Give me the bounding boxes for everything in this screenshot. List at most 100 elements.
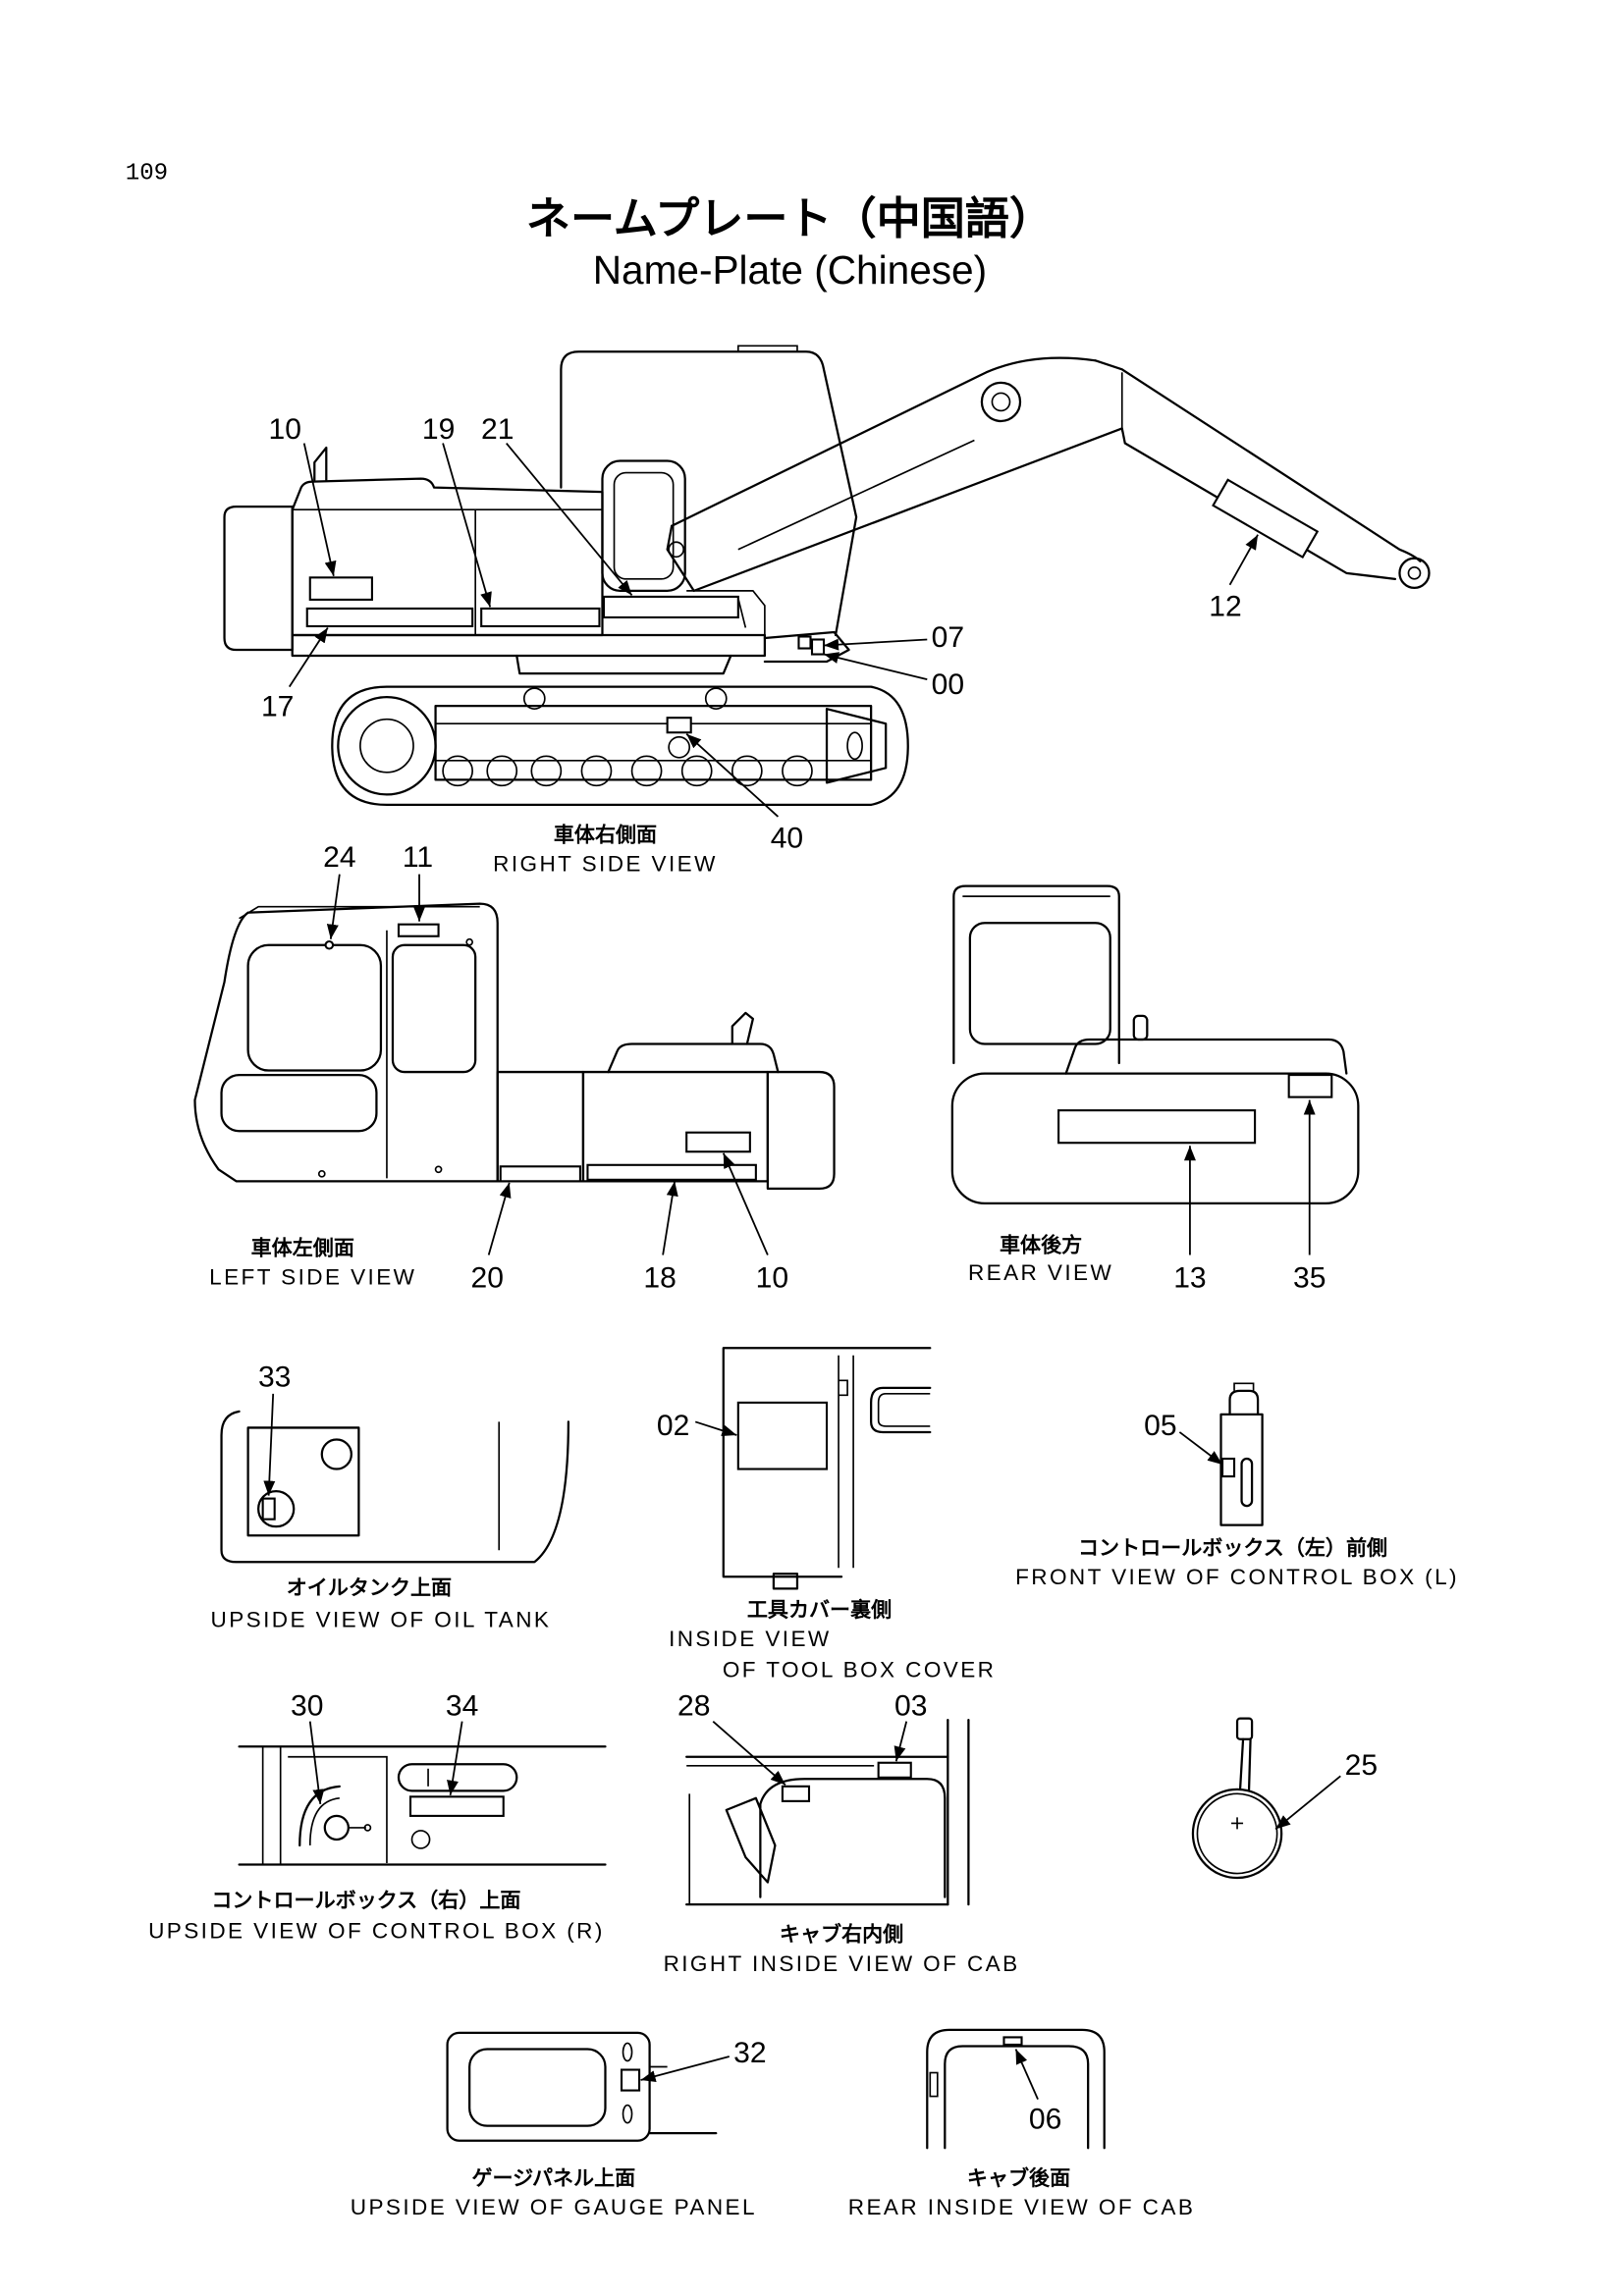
leader-line-02: [694, 1420, 737, 1437]
nameplate-33: [261, 1497, 276, 1521]
leader-line-03: [893, 1721, 908, 1762]
cover-hinge-inner: [877, 1393, 931, 1427]
callout-number: 00: [932, 668, 964, 701]
carbody: [515, 654, 732, 675]
cab-lower-window: [220, 1073, 378, 1133]
tank-cover-plate: [246, 1426, 360, 1537]
left-side-view: 24 11 20 18 10 車体左側面 LEFT SIDE VIEW: [193, 841, 836, 1295]
cab-front-inner: [613, 471, 675, 580]
leader-line-34: [447, 1721, 463, 1795]
track-roller: [782, 755, 813, 787]
view-caption-japanese: オイルタンク上面: [287, 1575, 452, 1599]
cab-back: [952, 884, 1120, 1065]
callout-number: 30: [291, 1690, 323, 1723]
gauge-panel-upside-view: 32 ゲージパネル上面 UPSIDE VIEW OF GAUGE PANEL: [351, 2031, 767, 2219]
tank-outline: [220, 1410, 570, 1564]
cab-outline: [193, 902, 499, 1183]
callout-number: 19: [422, 413, 455, 446]
engine-hood: [607, 1042, 780, 1074]
boom-pivot-pin: [991, 392, 1011, 412]
control-box-body: [1219, 1413, 1264, 1526]
leader-line-06: [1014, 2049, 1039, 2100]
callout-number: 06: [1029, 2104, 1061, 2136]
leader-line-17: [288, 626, 329, 688]
title-japanese: ネームプレート（中国語）: [526, 193, 1054, 243]
console-handle: [725, 1796, 777, 1884]
cover-hinge: [870, 1386, 932, 1434]
callout-number: 21: [481, 413, 514, 446]
throttle-dial: [323, 1814, 350, 1842]
gauge-panel-screw: [622, 2042, 633, 2062]
grip-nameplate-view: 25: [1191, 1717, 1378, 1880]
cab-side-tab: [929, 2071, 939, 2098]
idler-hub: [359, 718, 414, 774]
nameplate-02: [736, 1401, 829, 1470]
nameplate-34: [408, 1795, 505, 1817]
nameplate-13: [1057, 1109, 1257, 1145]
view-caption-english: RIGHT INSIDE VIEW OF CAB: [664, 1951, 1020, 1976]
view-caption-english: UPSIDE VIEW OF CONTROL BOX (R): [148, 1919, 605, 1944]
nameplate-21: [602, 595, 739, 618]
throttle-dial-arc: [308, 1797, 340, 1845]
bucket-pin: [1398, 557, 1431, 589]
bucket-pin-center: [1407, 565, 1422, 580]
nameplate-17: [305, 607, 474, 628]
leader-line-21: [506, 442, 633, 596]
counterweight: [766, 1070, 836, 1190]
leader-line-18: [662, 1181, 678, 1255]
right-side-view: 10 19 21 12 07 00 17 40 車体右側面 RIGHT SIDE…: [223, 345, 1431, 877]
nameplate-24: [324, 939, 335, 950]
cover-bracket: [839, 1379, 848, 1397]
counterweight: [950, 1072, 1360, 1205]
rear-view: 13 35 車体後方 REAR VIEW: [950, 884, 1360, 1295]
nameplate-20: [499, 1165, 581, 1183]
nameplate-11: [397, 923, 440, 937]
gauge-panel-housing: [446, 2031, 651, 2142]
tool-box-cover-inside-view: 02 工具カバー裏側 INSIDE VIEW OF TOOL BOX COVER: [657, 1347, 994, 1682]
exhaust-pipe: [1132, 1014, 1149, 1041]
gauge-panel-screw: [622, 2104, 633, 2124]
callout-number: 10: [268, 413, 300, 446]
nameplate-03: [877, 1761, 912, 1779]
leader-line-10: [722, 1152, 769, 1255]
boom-lower-edge: [666, 427, 1123, 593]
callout-number: 03: [894, 1690, 927, 1723]
cab-front-window: [246, 943, 383, 1072]
sprocket-housing: [825, 708, 888, 784]
view-caption-japanese: コントロールボックス（左）前側: [1078, 1535, 1387, 1560]
leader-line-30: [308, 1721, 325, 1804]
view-caption-japanese: 車体左側面: [251, 1236, 354, 1260]
view-caption-english: REAR INSIDE VIEW OF CAB: [848, 2195, 1195, 2219]
view-caption-english: RIGHT SIDE VIEW: [493, 852, 718, 877]
view-caption-japanese: コントロールボックス（右）上面: [211, 1889, 520, 1912]
cab-front-frame: [601, 459, 686, 593]
track-roller: [530, 755, 563, 787]
track-roller: [580, 755, 613, 787]
cab-right-inside-view: 28 03 キャブ右内側 RIGHT INSIDE VIEW OF CAB: [664, 1690, 1020, 1976]
leader-line-20: [487, 1182, 512, 1255]
callout-number: 34: [446, 1690, 478, 1723]
plus-mark: [1231, 1817, 1244, 1830]
leader-line-32: [640, 2056, 731, 2082]
callout-number: 11: [403, 841, 433, 874]
callout-number: 33: [258, 1361, 291, 1393]
leader-line-05: [1178, 1431, 1223, 1466]
leader-line-07: [823, 638, 928, 651]
cab-rivet: [465, 937, 473, 946]
track-outline: [331, 685, 909, 807]
engine-hood: [1064, 1038, 1348, 1075]
control-lever-grip: [1228, 1389, 1260, 1416]
view-caption-japanese: 車体後方: [1000, 1233, 1082, 1257]
boom-cylinder-line: [737, 439, 975, 551]
cab-outline: [560, 350, 858, 637]
leader-line-24: [326, 874, 341, 939]
nameplate-19: [480, 607, 601, 628]
callout-number: 28: [677, 1690, 710, 1723]
side-console: [759, 1778, 947, 1898]
cab-rear-inside-view: 06 キャブ後面 REAR INSIDE VIEW OF CAB: [848, 2028, 1195, 2219]
callout-number: 13: [1173, 1262, 1206, 1295]
nameplate-00: [810, 638, 826, 656]
upper-body: [291, 477, 604, 637]
control-box-slot: [1240, 1457, 1254, 1508]
